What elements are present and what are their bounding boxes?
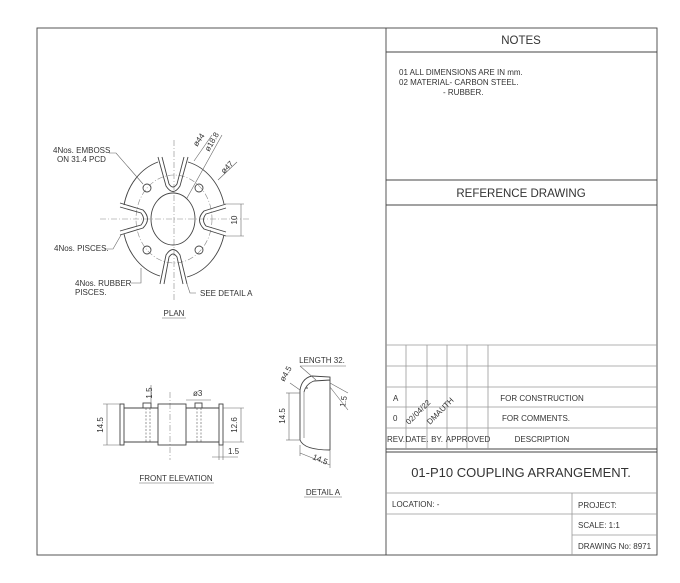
inner-bore xyxy=(150,192,196,246)
plan-label: PLAN xyxy=(164,309,185,318)
dim-detail-height: 14.5 xyxy=(278,408,287,424)
note-line: - RUBBER. xyxy=(443,88,483,97)
callout-rubber: PISCES. xyxy=(75,288,107,297)
front-elevation-view: 14.5 12.6 1.5 ø3 1.5 FRONT ELEVATION xyxy=(96,385,244,484)
dim-d3: ø3 xyxy=(193,389,203,398)
note-line: 01 ALL DIMENSIONS ARE IN mm. xyxy=(399,68,523,77)
dim-12-6: 12.6 xyxy=(230,417,239,433)
revision-table: A FOR CONSTRUCTION 0 02/04/22 DMAUTH FOR… xyxy=(386,344,657,453)
emboss-hole xyxy=(194,245,204,255)
dim-thickness: 1.5 xyxy=(338,395,349,408)
slot-right xyxy=(199,203,227,237)
slot-top xyxy=(157,156,189,192)
note-line: 02 MATERIAL- CARBON STEEL. xyxy=(399,78,518,87)
location-field: LOCATION: - xyxy=(392,500,440,509)
pcd-circle xyxy=(135,174,213,264)
callout-emboss: ON 31.4 PCD xyxy=(57,155,106,164)
sheet-border xyxy=(36,27,658,556)
drawing-number: DRAWING No: 8971 xyxy=(578,542,652,551)
header-date: DATE. xyxy=(406,435,429,444)
callout-emboss: 4Nos. EMBOSS xyxy=(53,146,110,155)
plan-view: 10 ø44 ø18.8 ø47 4Nos. EMBOSS ON 31.4 PC… xyxy=(53,130,253,319)
rubber-piece xyxy=(299,375,331,451)
slot-left xyxy=(119,202,148,236)
dim-top-1-5: 1.5 xyxy=(145,387,154,399)
detail-a-view: LENGTH 32. ø4.5 14.5 14.5 1.5 DETAIL A xyxy=(278,356,349,498)
title-block: 01-P10 COUPLING ARRANGEMENT. LOCATION: -… xyxy=(386,465,657,555)
outer-rim xyxy=(123,161,225,278)
header-description: DESCRIPTION xyxy=(515,435,570,444)
dim-bottom-1-5: 1.5 xyxy=(228,447,240,456)
header-rev: REV. xyxy=(387,435,405,444)
project-field: PROJECT: xyxy=(578,501,617,510)
dim-d4-5: ø4.5 xyxy=(278,364,294,383)
drawing-title: 01-P10 COUPLING ARRANGEMENT. xyxy=(411,465,631,480)
dim-detail-width: 14.5 xyxy=(311,453,329,467)
description-cell: FOR CONSTRUCTION xyxy=(500,394,584,403)
dim-height-14-5: 14.5 xyxy=(96,417,105,433)
rev-cell: 0 xyxy=(393,414,398,423)
callout-pisces: 4Nos. PISCES. xyxy=(54,244,109,253)
emboss-hole xyxy=(142,183,152,193)
rev-cell: A xyxy=(393,394,399,403)
callout-see-detail: SEE DETAIL A xyxy=(200,289,253,298)
dim-d47: ø47 xyxy=(219,159,236,176)
header-approved: APPROVED xyxy=(446,435,491,444)
reference-title: REFERENCE DRAWING xyxy=(456,188,585,200)
header-by: BY. xyxy=(431,435,443,444)
front-elevation-label: FRONT ELEVATION xyxy=(139,474,213,483)
dim-length: LENGTH 32. xyxy=(299,356,345,365)
dim-10: 10 xyxy=(230,215,239,224)
callout-rubber: 4Nos. RUBBER xyxy=(75,279,132,288)
slot-bottom xyxy=(159,249,188,285)
reference-panel: REFERENCE DRAWING xyxy=(386,179,657,206)
emboss-hole xyxy=(142,245,152,255)
scale-field: SCALE: 1:1 xyxy=(578,521,620,530)
by-cell: DMAUTH xyxy=(425,396,456,427)
description-cell: FOR COMMENTS. xyxy=(502,414,570,423)
emboss-hole xyxy=(194,183,204,193)
detail-a-label: DETAIL A xyxy=(306,488,341,497)
notes-title: NOTES xyxy=(501,35,541,47)
notes-panel: NOTES 01 ALL DIMENSIONS ARE IN mm. 02 MA… xyxy=(386,35,657,97)
